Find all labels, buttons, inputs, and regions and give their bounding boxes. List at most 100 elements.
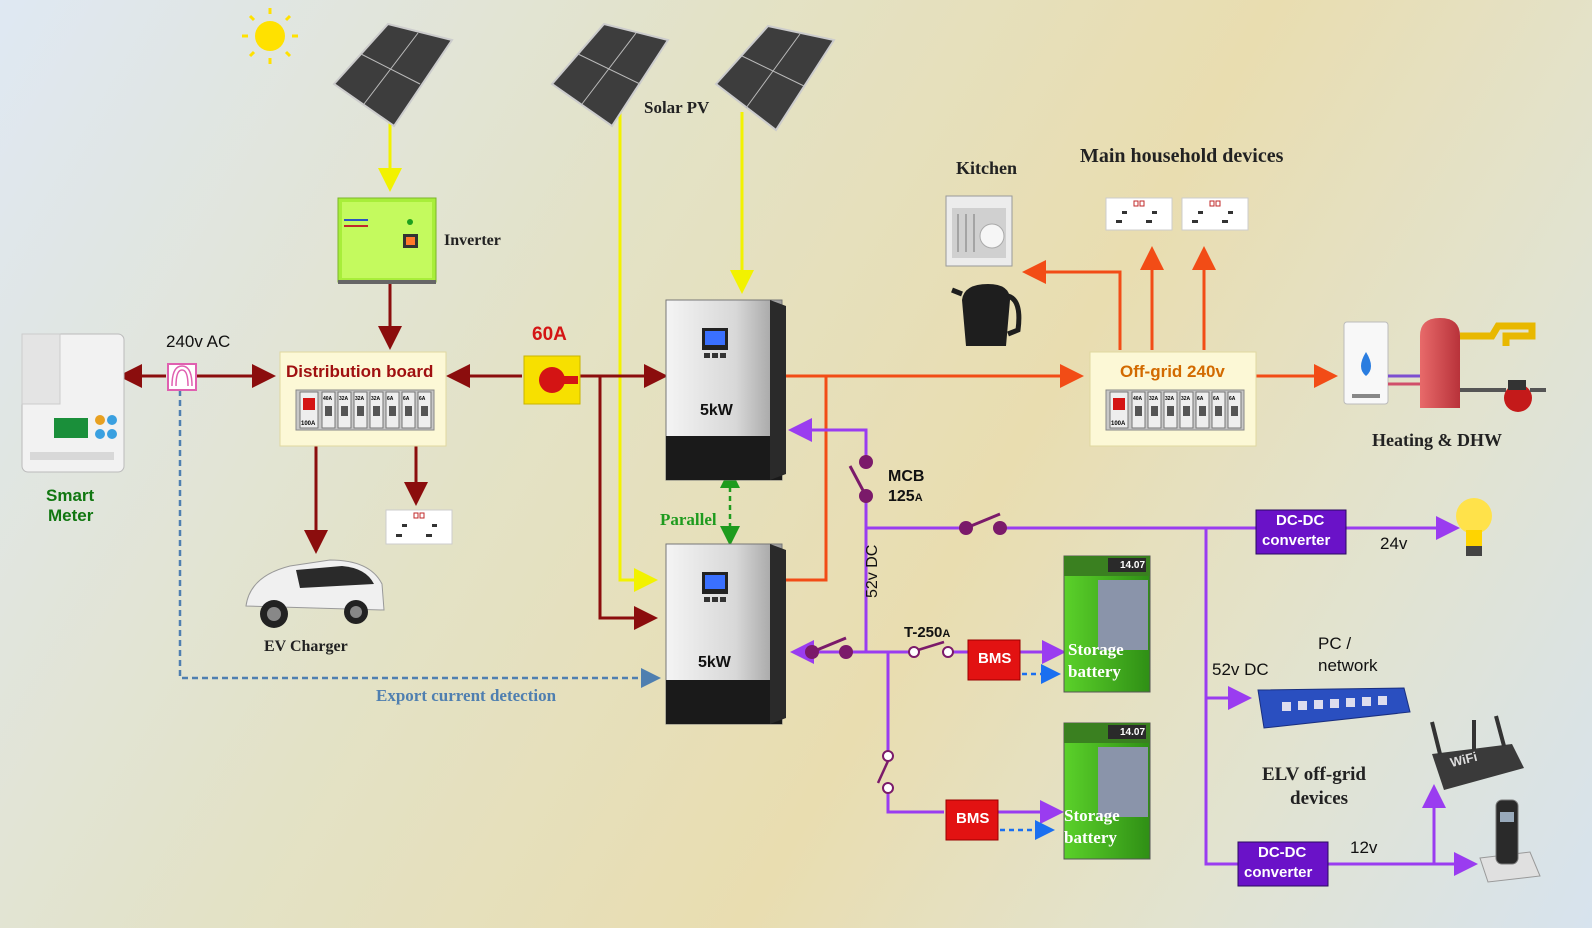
battery-icon <box>1063 555 1151 860</box>
breaker-toggle <box>357 406 364 416</box>
dcdc-box-2 <box>1237 841 1329 887</box>
breaker-rating: 32A <box>355 396 365 402</box>
breaker-toggle <box>325 406 332 416</box>
kitchen-label: Kitchen <box>956 158 1017 178</box>
elv-label-2: devices <box>1290 788 1349 809</box>
wifi-router-icon <box>1430 715 1524 790</box>
ev-charger-label: EV Charger <box>264 638 348 655</box>
breaker-rating: 6A <box>1229 396 1236 402</box>
battery-1-label-1: Storage <box>1068 640 1124 659</box>
dcdc-1-label-1: DC-DC <box>1276 512 1325 529</box>
main-breaker-rating: 100A <box>1111 421 1126 427</box>
battery-2-label-1: Storage <box>1064 806 1120 825</box>
kettle-icon <box>951 284 1022 346</box>
main-breaker-rating: 100A <box>301 421 316 427</box>
pc-label-2: network <box>1318 656 1378 675</box>
elv-label-1: ELV off-grid <box>1262 764 1366 785</box>
network-switch-icon <box>1257 687 1411 729</box>
boiler-icon <box>1343 321 1389 405</box>
sun-icon <box>242 8 298 64</box>
ct-clamp-icon <box>167 363 197 391</box>
breaker-toggle <box>373 406 380 416</box>
breaker-rating: 6A <box>1197 396 1204 402</box>
breaker-rating: 32A <box>1165 396 1175 402</box>
pc-label-1: PC / <box>1318 634 1352 653</box>
breaker-rating: 32A <box>339 396 349 402</box>
breaker-toggle <box>421 406 428 416</box>
solar-pv-label: Solar PV <box>644 98 710 117</box>
battery-2-label-2: battery <box>1064 828 1117 847</box>
inverter-icon <box>337 197 437 284</box>
breaker-toggle <box>1167 406 1174 416</box>
breaker-toggle <box>1151 406 1158 416</box>
offgrid-breakers: 100A 40A 32A 32A 32A 6A 6A 6A <box>1109 391 1242 429</box>
mcb-switch <box>848 455 873 503</box>
ev-car-icon <box>245 559 385 628</box>
dcdc-box-1 <box>1255 509 1347 555</box>
breaker-rating: 40A <box>323 396 333 402</box>
isolator-label: 60A <box>532 324 567 345</box>
breaker-toggle <box>341 406 348 416</box>
breaker-toggle <box>1199 406 1206 416</box>
dcdc-2-label-1: DC-DC <box>1258 844 1307 861</box>
fuse-t250-label: T-250A <box>904 624 951 641</box>
bms-label-1: BMS <box>978 650 1012 667</box>
solar-to-5kw-bottom-wire <box>618 112 658 592</box>
dc-52v-vertical-label: 52v DC <box>864 544 881 598</box>
heating-dhw-label: Heating & DHW <box>1372 430 1502 450</box>
v24-label: 24v <box>1380 534 1408 553</box>
export-detection-label: Export current detection <box>376 686 557 705</box>
pump-icon <box>1460 380 1546 412</box>
smart-meter-label-1: Smart <box>46 486 95 505</box>
isolator-icon <box>523 355 581 405</box>
main-breaker-toggle <box>303 398 315 410</box>
battery-display-2: 14.07 <box>1120 727 1146 738</box>
breaker-rating: 6A <box>1213 396 1220 402</box>
dcdc-1-label-2: converter <box>1262 532 1331 549</box>
smart-meter-label-2: Meter <box>48 506 94 525</box>
parallel-label: Parallel <box>660 510 717 529</box>
dishwasher-icon <box>945 195 1013 267</box>
breaker-rating: 32A <box>1181 396 1191 402</box>
bms-box-2 <box>945 799 999 841</box>
battery-1-label-2: battery <box>1068 662 1121 681</box>
distribution-board-label: Distribution board <box>286 362 434 381</box>
inverter-5kw-top <box>665 299 786 481</box>
breaker-rating: 32A <box>371 396 381 402</box>
mcb-label: MCB <box>888 468 925 485</box>
breaker-rating: 6A <box>403 396 410 402</box>
mcb-rating: 125A <box>888 488 923 505</box>
breaker-toggle <box>1215 406 1222 416</box>
offgrid-label: Off-grid 240v <box>1120 362 1225 381</box>
smart-meter-icon <box>21 333 125 473</box>
inverter-bottom-rating: 5kW <box>698 654 731 671</box>
main-household-label: Main household devices <box>1080 145 1284 167</box>
battery2-switch <box>876 750 894 794</box>
dc-switch-24v <box>959 512 1007 535</box>
light-bulb-icon <box>1456 498 1492 556</box>
distribution-breakers: 100A 40A 32A 32A 32A 6A 6A 6A <box>299 391 432 429</box>
breaker-toggle <box>389 406 396 416</box>
breaker-rating: 6A <box>387 396 394 402</box>
breaker-toggle <box>1231 406 1238 416</box>
bms-label-2: BMS <box>956 810 990 827</box>
breaker-toggle <box>405 406 412 416</box>
inverter-5kw-bottom <box>665 543 786 725</box>
socket-icon <box>385 197 1249 545</box>
main-breaker-toggle <box>1113 398 1125 410</box>
tap-icon <box>1460 322 1536 346</box>
breaker-rating: 40A <box>1133 396 1143 402</box>
dcdc-2-label-2: converter <box>1244 864 1313 881</box>
hot-water-cylinder-icon <box>1388 318 1460 408</box>
phone-icon <box>1479 799 1541 883</box>
ac-240-label: 240v AC <box>166 332 231 351</box>
inverter-top-rating: 5kW <box>700 402 733 419</box>
breaker-rating: 32A <box>1149 396 1159 402</box>
inverter-label: Inverter <box>444 232 501 249</box>
solar-panel-icon <box>332 22 836 132</box>
breaker-rating: 6A <box>419 396 426 402</box>
breaker-toggle <box>1183 406 1190 416</box>
dc-switch-inverter <box>805 636 853 659</box>
dc-52v-horizontal-label: 52v DC <box>1212 660 1269 679</box>
